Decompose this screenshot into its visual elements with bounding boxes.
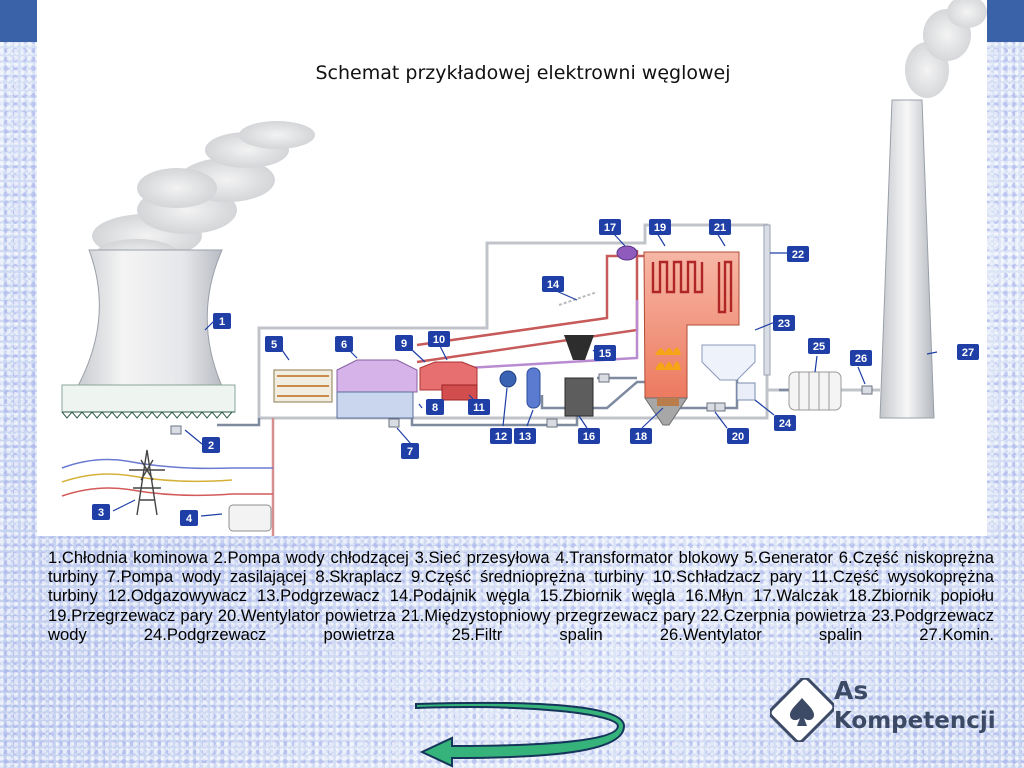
label-2: 2 bbox=[202, 437, 220, 453]
navigation-arrows[interactable] bbox=[412, 700, 627, 768]
as-kompetencji-logo: As Kompetencji bbox=[768, 676, 1000, 746]
label-16: 16 bbox=[578, 428, 600, 444]
label-6: 6 bbox=[335, 336, 353, 352]
label-8: 8 bbox=[426, 399, 444, 415]
label-text-24: 24 bbox=[779, 418, 792, 430]
label-24: 24 bbox=[774, 415, 796, 431]
label-text-9: 9 bbox=[401, 338, 407, 350]
diagram-title: Schemat przykładowej elektrowni węglowej bbox=[315, 62, 731, 84]
label-text-23: 23 bbox=[778, 318, 790, 330]
label-27: 27 bbox=[957, 344, 979, 360]
label-text-21: 21 bbox=[714, 222, 726, 234]
label-7: 7 bbox=[401, 443, 419, 459]
label-text-13: 13 bbox=[519, 431, 531, 443]
label-13: 13 bbox=[514, 428, 536, 444]
label-25: 25 bbox=[808, 338, 830, 354]
label-23: 23 bbox=[773, 315, 795, 331]
label-26: 26 bbox=[850, 350, 872, 366]
label-text-1: 1 bbox=[219, 316, 225, 328]
label-text-7: 7 bbox=[407, 446, 413, 458]
logo-line1: As bbox=[834, 676, 869, 705]
transformer bbox=[228, 504, 272, 532]
mill bbox=[564, 377, 594, 417]
spade-card-icon bbox=[770, 678, 834, 742]
air-intake bbox=[763, 224, 771, 376]
label-text-12: 12 bbox=[495, 431, 507, 443]
label-19: 19 bbox=[649, 219, 671, 235]
lp-turbine bbox=[336, 359, 418, 393]
label-21: 21 bbox=[709, 219, 731, 235]
label-text-26: 26 bbox=[855, 353, 867, 365]
water-heater bbox=[701, 344, 756, 381]
logo-line2: Kompetencji bbox=[834, 708, 996, 734]
label-text-2: 2 bbox=[208, 440, 214, 452]
label-1: 1 bbox=[213, 313, 231, 329]
label-text-20: 20 bbox=[732, 431, 744, 443]
label-text-16: 16 bbox=[583, 431, 595, 443]
label-text-14: 14 bbox=[547, 279, 560, 291]
label-text-4: 4 bbox=[186, 513, 193, 525]
label-text-22: 22 bbox=[792, 249, 804, 261]
label-9: 9 bbox=[395, 335, 413, 351]
label-text-3: 3 bbox=[98, 507, 104, 519]
mp-turbine bbox=[419, 361, 478, 391]
label-text-10: 10 bbox=[433, 334, 445, 346]
label-text-11: 11 bbox=[473, 402, 485, 414]
label-14: 14 bbox=[542, 276, 564, 292]
air-preheater bbox=[736, 382, 756, 401]
label-3: 3 bbox=[92, 504, 110, 520]
label-12: 12 bbox=[490, 428, 512, 444]
steam-plume bbox=[92, 121, 315, 271]
label-10: 10 bbox=[428, 331, 450, 347]
label-20: 20 bbox=[727, 428, 749, 444]
coal-hopper bbox=[564, 335, 594, 360]
label-text-27: 27 bbox=[962, 347, 974, 359]
label-text-19: 19 bbox=[654, 222, 666, 234]
loop-arrow-icon bbox=[415, 701, 626, 768]
label-11: 11 bbox=[468, 399, 490, 415]
label-text-18: 18 bbox=[635, 431, 647, 443]
label-text-25: 25 bbox=[813, 341, 825, 353]
label-22: 22 bbox=[787, 246, 809, 262]
chimney bbox=[879, 99, 935, 419]
legend-text: 1.Chłodnia kominowa 2.Pompa wody chłodzą… bbox=[48, 548, 994, 644]
chimney-smoke bbox=[905, 0, 987, 98]
condenser bbox=[336, 391, 414, 419]
label-5: 5 bbox=[265, 336, 283, 352]
label-4: 4 bbox=[180, 510, 198, 526]
label-15: 15 bbox=[594, 345, 616, 361]
label-text-8: 8 bbox=[432, 402, 438, 414]
drum bbox=[616, 245, 638, 261]
flue-filter bbox=[788, 371, 842, 411]
label-17: 17 bbox=[599, 219, 621, 235]
label-text-6: 6 bbox=[341, 339, 347, 351]
transmission-tower bbox=[129, 449, 165, 516]
label-18: 18 bbox=[630, 428, 652, 444]
label-text-17: 17 bbox=[604, 222, 616, 234]
label-text-15: 15 bbox=[599, 348, 611, 360]
heater bbox=[526, 367, 541, 409]
label-text-5: 5 bbox=[271, 339, 277, 351]
deaerator bbox=[499, 370, 517, 388]
